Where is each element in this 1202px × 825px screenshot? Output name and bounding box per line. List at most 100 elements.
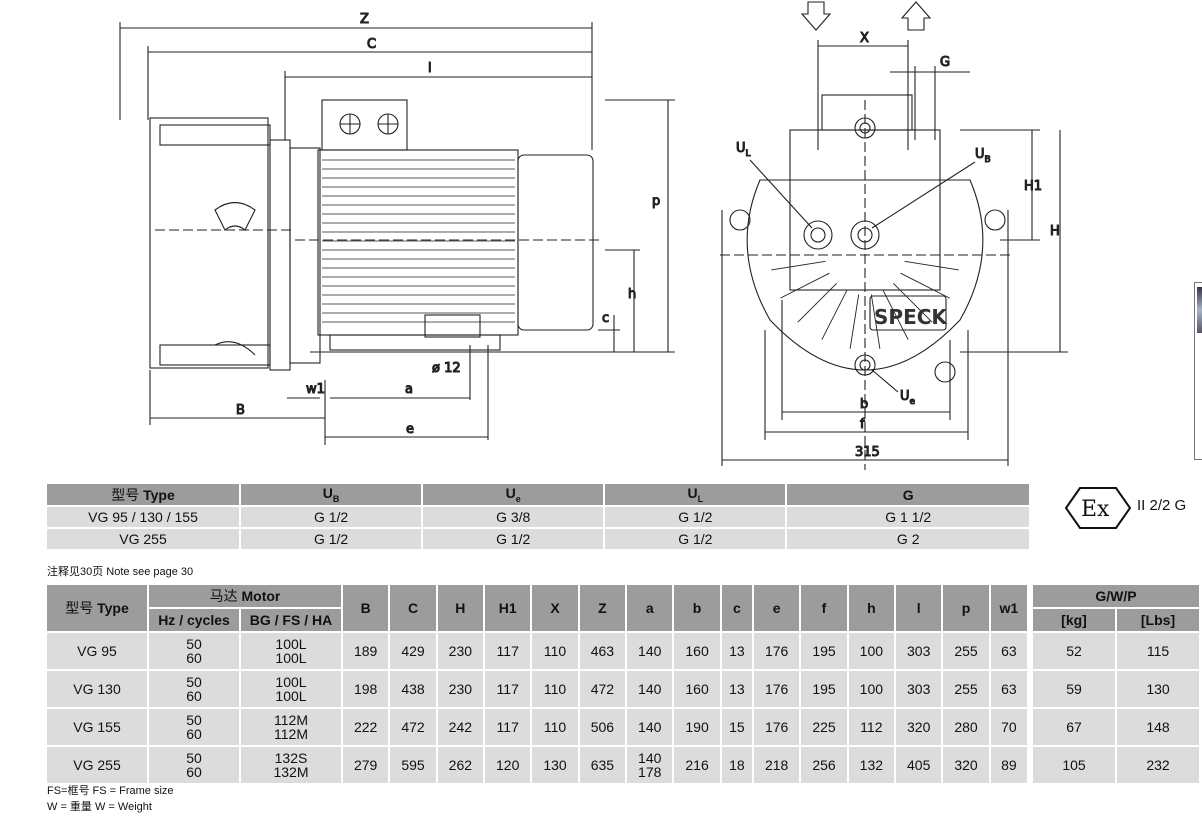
col-hz: Hz / cycles (149, 609, 239, 631)
cell-w1: 89 (990, 747, 1027, 783)
note-see-page: 注释见30页 Note see page 30 (47, 566, 194, 578)
cell-B: 198 (343, 671, 389, 707)
col-lbs: [Lbs] (1117, 609, 1199, 631)
cell-l: 303 (896, 671, 942, 707)
col-H: H (437, 585, 484, 631)
atex-symbol: Ex (1081, 497, 1110, 522)
product-photo-edge (1194, 282, 1202, 460)
cell-H1: 117 (485, 709, 531, 745)
cell-B: 279 (343, 747, 389, 783)
label-UB: UB (975, 147, 991, 165)
dim-H1: H1 (1024, 179, 1042, 194)
cell-B: 222 (343, 709, 389, 745)
cell-e: 176 (753, 633, 800, 669)
cell-b: 160 (674, 633, 720, 669)
footnote-frame-size: FS=框号 FS = Frame size (47, 785, 174, 797)
cell-f: 195 (801, 671, 847, 707)
cell-p: 255 (943, 633, 989, 669)
footnote-weight: W = 重量 W = Weight (47, 801, 152, 813)
dimensions-header-row-2: Hz / cycles BG / FS / HA [kg] [Lbs] (47, 609, 1199, 631)
cell-h: 132 (848, 747, 895, 783)
col-w1: w1 (990, 585, 1027, 631)
cell-ub: G 1/2 (241, 529, 422, 549)
cell-Z: 506 (579, 709, 626, 745)
atex-text: II 2/2 G (1137, 497, 1187, 514)
dim-B: B (236, 403, 245, 418)
cell-b: 190 (674, 709, 720, 745)
cell-H: 230 (437, 633, 484, 669)
col-H1: H1 (485, 585, 531, 631)
cell-type: VG 255 (47, 529, 239, 549)
dim-h: h (628, 287, 636, 302)
cell-type: VG 95 (47, 633, 147, 669)
col-h: h (848, 585, 895, 631)
dim-b: b (860, 397, 868, 412)
cell-l: 320 (896, 709, 942, 745)
cell-X: 110 (532, 671, 578, 707)
cell-b: 160 (674, 671, 720, 707)
cell-w1: 70 (990, 709, 1027, 745)
cell-b: 216 (674, 747, 720, 783)
connections-table: 型号 Type UB Ue UL G VG 95 / 130 / 155 G 1… (45, 482, 1031, 551)
technical-drawing: Z C l p h c ø 12 w1 a B e X G (119, 1, 1068, 470)
col-Z: Z (579, 585, 626, 631)
col-l: l (896, 585, 942, 631)
col-C: C (390, 585, 436, 631)
dim-X: X (860, 31, 869, 46)
dim-C: C (367, 37, 376, 52)
cell-type: VG 155 (47, 709, 147, 745)
col-a: a (627, 585, 673, 631)
cell-p: 280 (943, 709, 989, 745)
dim-H: H (1050, 224, 1060, 239)
cell-Z: 635 (579, 747, 626, 783)
cell-C: 429 (390, 633, 436, 669)
cell-a: 140 (627, 671, 673, 707)
cell-f: 225 (801, 709, 847, 745)
cell-e: 218 (753, 747, 800, 783)
cell-p: 255 (943, 671, 989, 707)
dimensions-table: 型号 Type 马达 Motor B C H H1 X Z a b c e f … (45, 583, 1201, 785)
cell-a: 140 (627, 709, 673, 745)
cell-c: 13 (721, 633, 752, 669)
cell-H1: 120 (485, 747, 531, 783)
cell-H: 242 (437, 709, 484, 745)
cell-kg: 59 (1033, 671, 1115, 707)
cell-X: 110 (532, 709, 578, 745)
col-b: b (674, 585, 720, 631)
footnotes: FS=框号 FS = Frame size W = 重量 W = Weight (47, 783, 174, 815)
brand-label: SPECK (874, 305, 948, 329)
cell-ul: G 1/2 (605, 529, 786, 549)
cell-ue: G 3/8 (423, 507, 604, 527)
cell-l: 303 (896, 633, 942, 669)
cell-C: 595 (390, 747, 436, 783)
cell-C: 438 (390, 671, 436, 707)
cell-e: 176 (753, 671, 800, 707)
dim-e: e (406, 422, 414, 437)
cell-ub: G 1/2 (241, 507, 422, 527)
cell-H1: 117 (485, 633, 531, 669)
dim-G: G (940, 55, 950, 70)
cell-type: VG 95 / 130 / 155 (47, 507, 239, 527)
cell-X: 110 (532, 633, 578, 669)
connections-header-row: 型号 Type UB Ue UL G (47, 484, 1029, 505)
cell-c: 15 (721, 709, 752, 745)
col-f: f (801, 585, 847, 631)
cell-kg: 52 (1033, 633, 1115, 669)
cell-h: 100 (848, 633, 895, 669)
cell-h: 100 (848, 671, 895, 707)
col-p: p (943, 585, 989, 631)
col-ue: Ue (423, 484, 604, 505)
cell-Z: 472 (579, 671, 626, 707)
col-bg: BG / FS / HA (241, 609, 341, 631)
cell-w1: 63 (990, 633, 1027, 669)
cell-ue: G 1/2 (423, 529, 604, 549)
label-Ue: Ue (900, 389, 916, 407)
dimensions-header-row-1: 型号 Type 马达 Motor B C H H1 X Z a b c e f … (47, 585, 1199, 631)
cell-H: 262 (437, 747, 484, 783)
